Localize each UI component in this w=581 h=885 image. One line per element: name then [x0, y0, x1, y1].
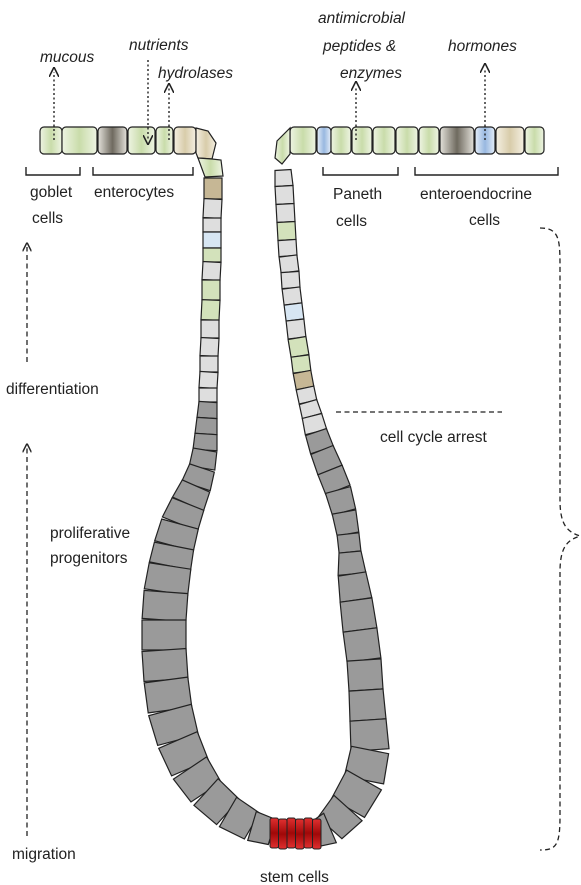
stem-cell	[304, 818, 313, 848]
left-wall-cell	[204, 178, 222, 199]
left-wall-cell	[142, 649, 188, 682]
label-hydrolases: hydrolases	[158, 65, 233, 82]
right-wall-cell	[343, 628, 381, 662]
epithelial-cell	[331, 127, 351, 154]
enterocytes-bracket	[93, 167, 193, 175]
label-paneth-line2: cells	[336, 213, 367, 230]
right-wall-cell	[347, 659, 383, 691]
label-goblet-line1: goblet	[30, 184, 73, 201]
stem-cell	[296, 819, 305, 849]
right-wall-cell	[338, 572, 372, 603]
epithelial-cell	[196, 128, 216, 159]
epithelial-cell	[40, 127, 62, 154]
epithelial-cell	[440, 127, 474, 154]
right-wall-cell	[349, 689, 386, 721]
epithelial-cell	[290, 127, 316, 154]
right-wall-cell	[282, 287, 302, 305]
epithelial-cell	[128, 127, 155, 154]
paneth-bracket	[323, 167, 398, 175]
right-wall-cell	[275, 170, 293, 187]
left-wall-cell	[195, 417, 217, 434]
label-enteroendocrine-line1: enteroendocrine	[420, 186, 532, 203]
left-wall-cell	[203, 232, 221, 248]
label-antimicrobial-line1: antimicrobial	[318, 10, 406, 27]
left-wall-cell	[202, 280, 220, 300]
epithelial-cell	[496, 127, 524, 154]
epithelial-cell	[174, 127, 196, 154]
right-wall-cell	[350, 719, 389, 752]
left-wall-cell	[203, 218, 221, 232]
right-wall-cell	[277, 222, 296, 241]
left-wall-cell	[201, 300, 220, 321]
enteroendocrine-bracket	[415, 167, 558, 175]
epithelial-cell	[373, 127, 395, 154]
epithelial-cell	[275, 128, 290, 164]
right-wall-cell	[332, 510, 359, 536]
label-differentiation: differentiation	[6, 381, 99, 398]
label-goblet-line2: cells	[32, 210, 63, 227]
left-wall-cell	[203, 248, 221, 262]
epithelial-cell	[525, 127, 544, 154]
right-wall-cell	[340, 598, 377, 632]
label-enteroendocrine-line2: cells	[469, 212, 500, 229]
left-wall-cell	[200, 356, 218, 372]
stem-cell	[270, 818, 279, 848]
right-wall-cell	[286, 319, 306, 339]
right-wall-cell	[288, 337, 309, 358]
crypt-curly-bracket	[540, 228, 580, 850]
crypt-wall-cells	[142, 170, 389, 850]
stem-cell	[287, 818, 296, 848]
epithelial-cell	[419, 127, 439, 154]
stem-cell	[279, 819, 288, 849]
right-wall-cell	[284, 303, 304, 321]
right-wall-cell	[337, 533, 361, 553]
label-nutrients: nutrients	[129, 37, 189, 54]
left-wall-cell	[199, 388, 217, 402]
right-wall-cell	[281, 271, 300, 288]
label-antimicrobial-line2: peptides &	[322, 38, 396, 55]
label-proliferative-line1: proliferative	[50, 525, 130, 542]
goblet-bracket	[26, 167, 80, 175]
right-wall-cell	[338, 551, 366, 575]
epithelial-cell	[62, 127, 97, 154]
label-stem-cells: stem cells	[260, 869, 329, 885]
right-wall-cell	[276, 204, 295, 223]
left-wall-cell	[197, 401, 217, 418]
label-enterocytes: enterocytes	[94, 184, 174, 201]
epithelial-cell	[317, 127, 331, 154]
label-antimicrobial-line3: enzymes	[340, 65, 402, 82]
left-wall-cell	[203, 199, 222, 219]
epithelial-cell	[198, 158, 223, 177]
epithelial-cell	[396, 127, 418, 154]
epithelial-cell	[98, 127, 127, 154]
stem-cell	[313, 819, 322, 849]
label-proliferative-line2: progenitors	[50, 550, 128, 567]
epithelial-cell	[475, 127, 495, 154]
left-wall-cell	[200, 338, 219, 357]
left-wall-cell	[199, 371, 218, 388]
right-wall-cell	[279, 255, 299, 273]
left-wall-cell	[142, 620, 186, 650]
annotation-lines	[26, 60, 580, 850]
label-hormones: hormones	[448, 38, 517, 55]
epithelial-cell	[156, 127, 173, 154]
epithelial-cell	[352, 127, 372, 154]
villus-top-cells	[40, 127, 544, 177]
right-wall-cell	[278, 239, 297, 256]
label-migration: migration	[12, 846, 76, 863]
label-mucous: mucous	[40, 49, 95, 66]
left-wall-cell	[142, 590, 188, 621]
right-wall-cell	[275, 186, 294, 205]
left-wall-cell	[202, 262, 221, 281]
label-cell-cycle-arrest: cell cycle arrest	[380, 429, 487, 446]
left-wall-cell	[201, 320, 219, 338]
label-paneth-line1: Paneth	[333, 186, 382, 203]
